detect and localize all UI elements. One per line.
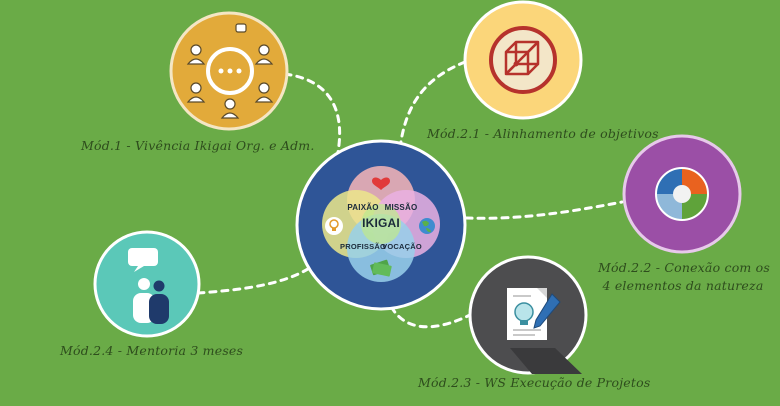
- elements-icon: [655, 167, 709, 221]
- connector-m22: [464, 200, 624, 220]
- module-1-label: Mód.1 - Vivência Ikigai Org. e Adm.: [81, 138, 315, 153]
- connector-m24: [196, 260, 320, 295]
- module-2-2-label-line-2: 4 elementos da natureza: [602, 278, 764, 293]
- lightbulb-icon: [325, 217, 343, 235]
- module-2-4-node[interactable]: [93, 230, 201, 338]
- ikigai-vocacao-label: VOCAÇÃO: [382, 242, 422, 251]
- module-2-4-label: Mód.2.4 - Mentoria 3 meses: [60, 343, 244, 358]
- ikigai-missao-label: MISSÃO: [384, 203, 418, 212]
- module-2-2-node[interactable]: [622, 134, 742, 254]
- ikigai-venn: [322, 166, 440, 282]
- connector-m1: [283, 72, 342, 154]
- connector-m21: [398, 60, 467, 150]
- heart-icon: [372, 177, 390, 190]
- ikigai-profissao-label: PROFISSÃO: [340, 242, 386, 251]
- module-2-2-label-line-1: Mód.2.2 - Conexão com os: [598, 260, 770, 275]
- module-1-node[interactable]: [169, 11, 289, 131]
- ikigai-paixao-label: PAIXÃO: [347, 203, 379, 212]
- ikigai-title: IKIGAI: [362, 216, 400, 230]
- module-2-1-label: Mód.2.1 - Alinhamento de objetivos: [427, 126, 659, 141]
- module-2-1-node[interactable]: [463, 0, 583, 120]
- money-icon: [370, 259, 392, 277]
- globe-icon: [419, 218, 435, 234]
- cube-icon: [489, 26, 557, 94]
- module-2-3-node[interactable]: [468, 255, 588, 375]
- module-2-3-label: Mód.2.3 - WS Execução de Projetos: [418, 375, 651, 390]
- ikigai-center-node[interactable]: [295, 139, 467, 311]
- mentoring-icon: [128, 248, 169, 324]
- project-doc-icon: [507, 288, 582, 374]
- people-chat-icon: [186, 23, 274, 119]
